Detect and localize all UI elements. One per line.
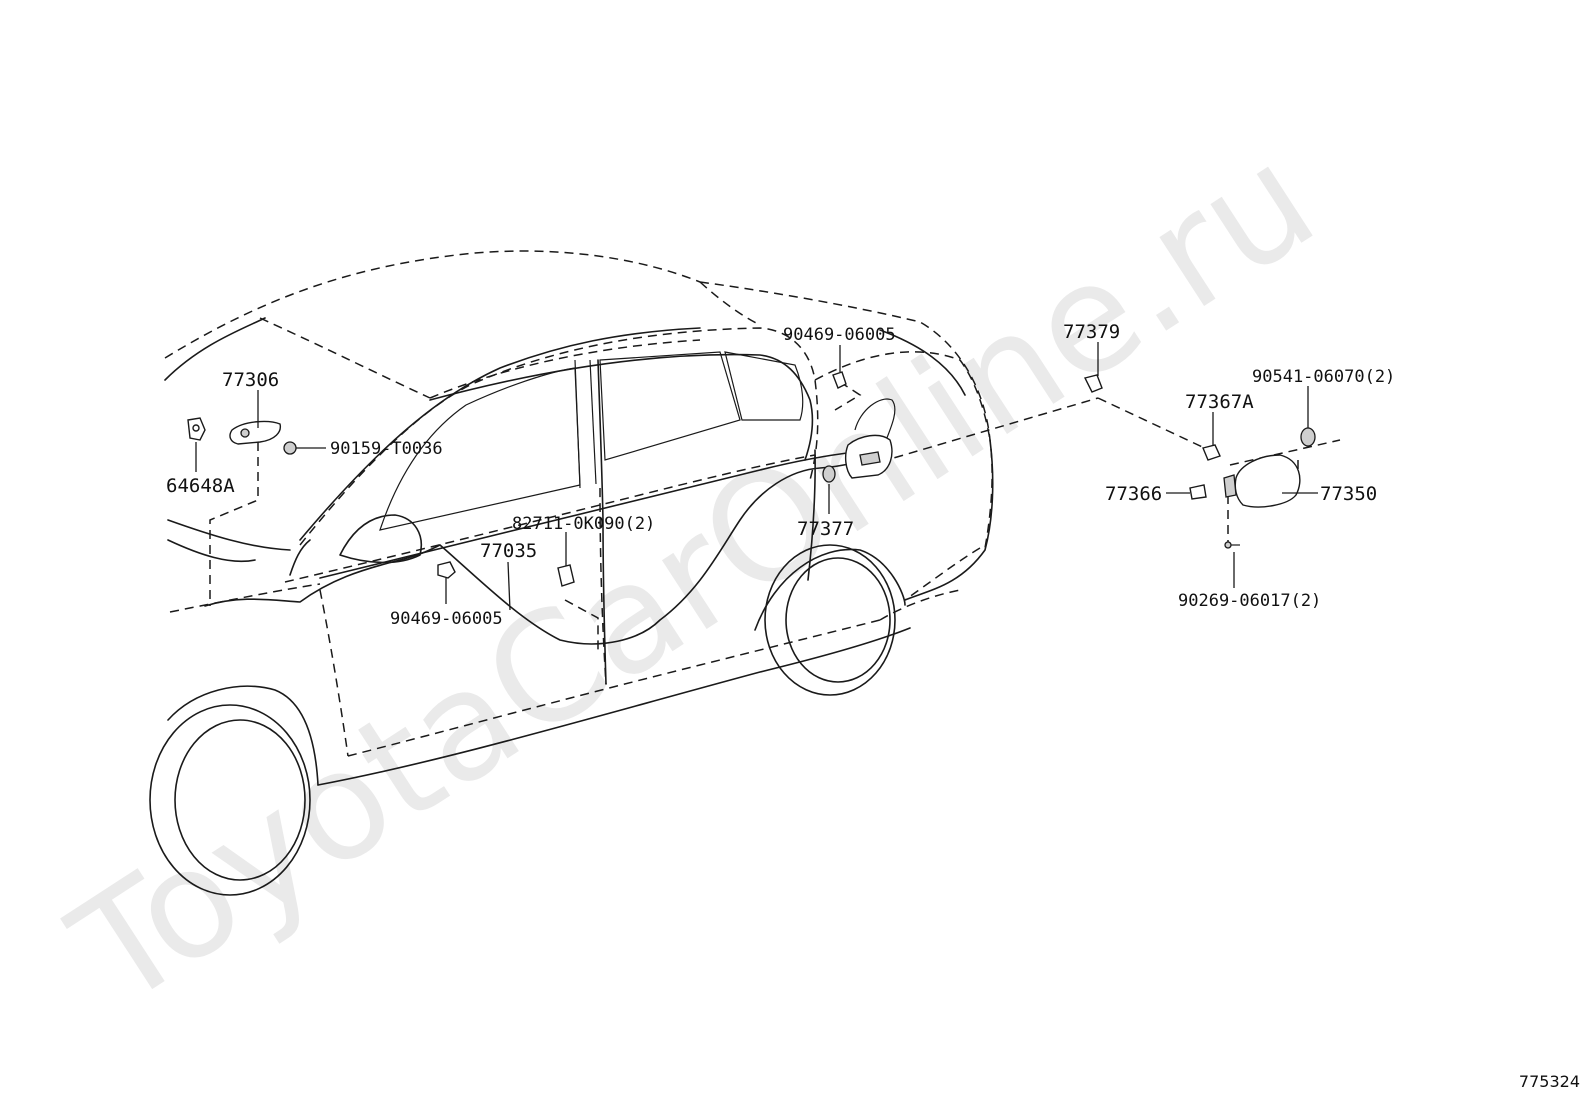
part-90469-left-shape xyxy=(437,561,456,579)
label-77379: 77379 xyxy=(1063,321,1120,343)
rear-wheel xyxy=(754,544,906,696)
label-77350: 77350 xyxy=(1320,483,1377,505)
label-77035: 77035 xyxy=(480,540,537,562)
dashed-connections xyxy=(209,381,1341,650)
cable-77035 xyxy=(204,454,881,645)
part-90269-shape xyxy=(1224,541,1240,549)
part-77379-shape xyxy=(1083,374,1103,393)
part-90469-top-shape xyxy=(832,371,847,389)
leader-lines xyxy=(195,342,1318,611)
cable-end-loop xyxy=(854,398,896,456)
label-90269-06017: 90269-06017(2) xyxy=(1178,591,1321,611)
part-labels: 77306 64648A 90159-T0036 90469-06005 904… xyxy=(166,321,1395,629)
part-77350-fuel-lid xyxy=(1223,454,1301,508)
label-77306: 77306 xyxy=(222,369,279,391)
label-90541-06070: 90541-06070(2) xyxy=(1252,367,1395,387)
diagram-number: 775324 xyxy=(1518,1072,1580,1091)
car-body-solid xyxy=(164,317,994,786)
part-64648A-shape xyxy=(187,417,206,441)
label-77377: 77377 xyxy=(797,518,854,540)
fuel-lid-opener-shape xyxy=(844,434,893,479)
label-77367A: 77367A xyxy=(1185,391,1254,413)
part-77306-shape xyxy=(229,420,282,445)
label-90159-T0036: 90159-T0036 xyxy=(330,439,443,459)
part-77367A-shape xyxy=(1202,444,1221,461)
part-77366-shape xyxy=(1189,484,1207,500)
label-77366: 77366 xyxy=(1105,483,1162,505)
label-90469-06005-top: 90469-06005 xyxy=(783,325,896,345)
watermark-text: ToyotaCarOnline.ru xyxy=(44,112,1344,1040)
part-90159-shape xyxy=(283,441,297,455)
label-82711-0K090: 82711-0K090(2) xyxy=(512,514,655,534)
front-wheel xyxy=(149,685,319,896)
label-90469-06005-left: 90469-06005 xyxy=(390,609,503,629)
label-64648A: 64648A xyxy=(166,475,235,497)
part-77377-shape xyxy=(822,465,836,483)
part-90541-shape xyxy=(1300,427,1316,447)
